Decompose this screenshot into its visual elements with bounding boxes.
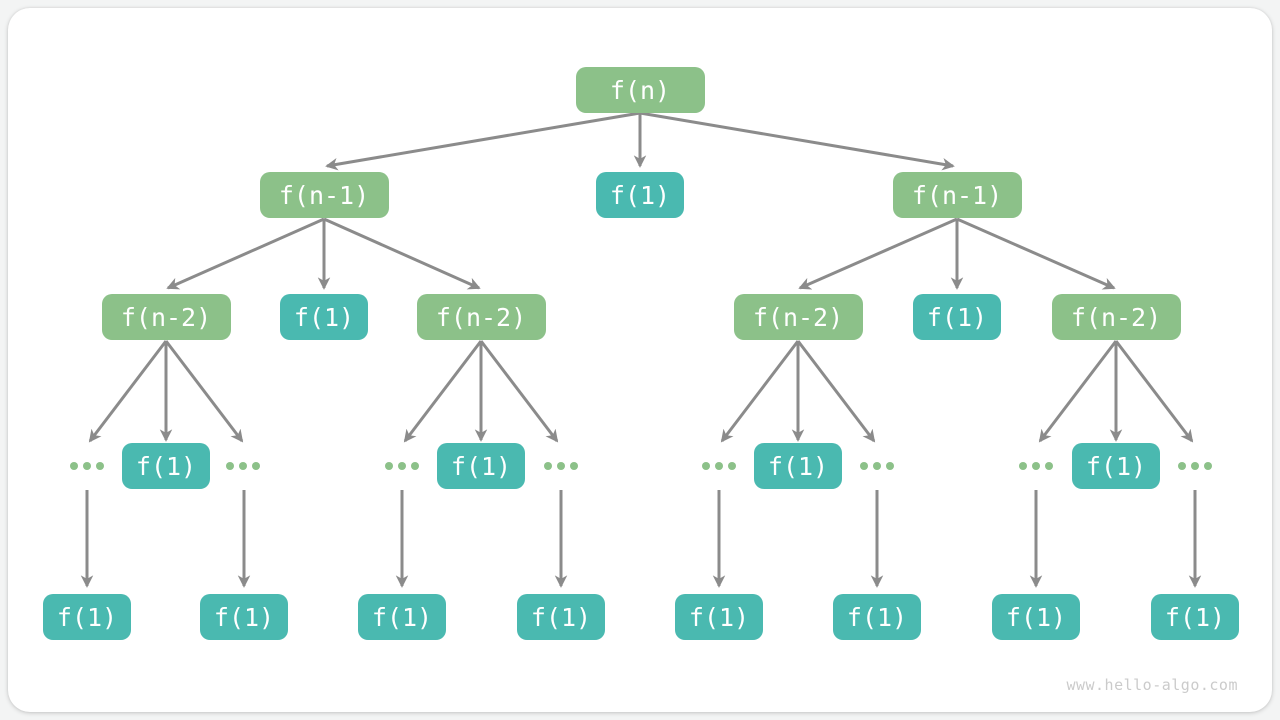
dot-icon xyxy=(1019,462,1027,470)
tree-node: f(1) xyxy=(596,172,684,218)
tree-node: f(1) xyxy=(280,294,368,340)
tree-node: f(n) xyxy=(575,67,705,113)
dot-icon xyxy=(715,462,723,470)
dot-icon xyxy=(544,462,552,470)
tree-node: f(n-1) xyxy=(892,172,1022,218)
dot-icon xyxy=(886,462,894,470)
dot-icon xyxy=(570,462,578,470)
tree-node: f(1) xyxy=(833,594,921,640)
tree-node: f(1) xyxy=(675,594,763,640)
ellipsis-node xyxy=(223,461,263,471)
tree-node: f(1) xyxy=(43,594,131,640)
tree-node: f(n-2) xyxy=(733,294,863,340)
tree-node: f(1) xyxy=(200,594,288,640)
tree-node: f(1) xyxy=(1151,594,1239,640)
ellipsis-node xyxy=(1016,461,1056,471)
tree-node: f(1) xyxy=(517,594,605,640)
tree-node: f(1) xyxy=(1072,443,1160,489)
dot-icon xyxy=(860,462,868,470)
tree-node: f(1) xyxy=(754,443,842,489)
tree-node: f(1) xyxy=(992,594,1080,640)
dot-icon xyxy=(557,462,565,470)
dot-icon xyxy=(728,462,736,470)
ellipsis-node xyxy=(541,461,581,471)
dot-icon xyxy=(83,462,91,470)
ellipsis-node xyxy=(1175,461,1215,471)
dot-icon xyxy=(239,462,247,470)
dot-icon xyxy=(702,462,710,470)
dot-icon xyxy=(1204,462,1212,470)
tree-node: f(n-2) xyxy=(1051,294,1181,340)
tree-node: f(1) xyxy=(122,443,210,489)
tree-node: f(n-2) xyxy=(101,294,231,340)
tree-node: f(n-2) xyxy=(416,294,546,340)
dot-icon xyxy=(398,462,406,470)
dot-icon xyxy=(70,462,78,470)
watermark: www.hello-algo.com xyxy=(1066,676,1238,694)
dot-icon xyxy=(226,462,234,470)
ellipsis-node xyxy=(699,461,739,471)
dot-icon xyxy=(1191,462,1199,470)
dot-icon xyxy=(411,462,419,470)
dot-icon xyxy=(873,462,881,470)
dot-icon xyxy=(1032,462,1040,470)
dot-icon xyxy=(1178,462,1186,470)
tree-node: f(n-1) xyxy=(259,172,389,218)
ellipsis-node xyxy=(382,461,422,471)
dot-icon xyxy=(385,462,393,470)
ellipsis-node xyxy=(857,461,897,471)
dot-icon xyxy=(1045,462,1053,470)
dot-icon xyxy=(252,462,260,470)
tree-node: f(1) xyxy=(913,294,1001,340)
dot-icon xyxy=(96,462,104,470)
tree-node: f(1) xyxy=(358,594,446,640)
tree-node: f(1) xyxy=(437,443,525,489)
ellipsis-node xyxy=(67,461,107,471)
